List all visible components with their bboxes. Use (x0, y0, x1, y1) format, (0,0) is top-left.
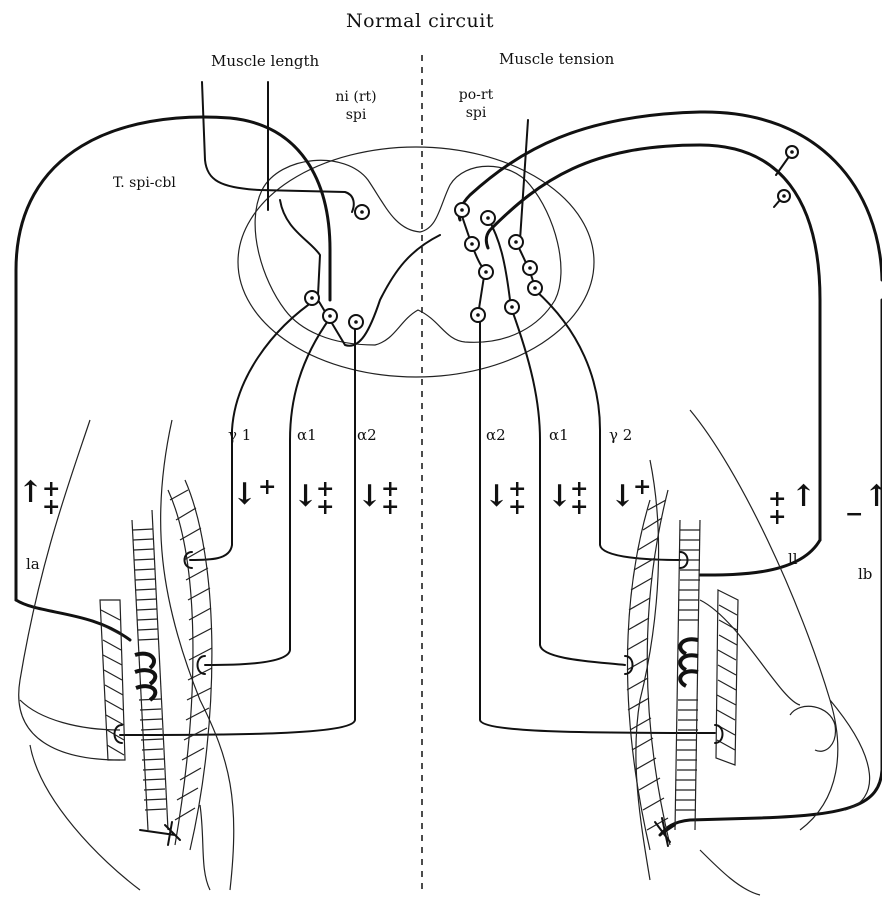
ll-signs: + + (768, 490, 786, 526)
alpha1-left-label: α1 (297, 428, 317, 443)
muscle-length-label: Muscle length (211, 54, 319, 69)
gamma2-efferent (535, 290, 680, 560)
gamma2-signs: + (633, 478, 651, 496)
po-spi-label: spi (451, 106, 501, 120)
alpha1-right-signs: + + (570, 480, 588, 516)
la-up-arrow: ↑ (18, 478, 43, 508)
lb-label: lb (858, 567, 872, 582)
t-spi-cbl-label: T. spi-cbl (113, 176, 176, 190)
lb-up-arrow: ↑ (864, 482, 882, 512)
la-signs: + + (42, 480, 60, 516)
right-limb-outline (636, 410, 870, 895)
lb-signs: − (845, 505, 863, 523)
alpha2-right-down-arrow: ↓ (484, 482, 509, 512)
la-label: la (26, 557, 40, 572)
neurons (305, 203, 542, 329)
gamma1-label: γ 1 (228, 428, 251, 443)
gamma2-down-arrow: ↓ (610, 482, 635, 512)
alpha2-right-signs: + + (508, 480, 526, 516)
ll-label: ll (788, 552, 798, 567)
gamma1-down-arrow: ↓ (232, 480, 257, 510)
spinal-cord-outline (238, 147, 594, 377)
alpha2-left-down-arrow: ↓ (357, 482, 382, 512)
gamma1-signs: + (258, 478, 276, 496)
alpha1-left-signs: + + (316, 480, 334, 516)
ni-rt-label: ni (rt) (331, 90, 381, 104)
po-rt-label: po-rt (451, 88, 501, 102)
alpha2-left-signs: + + (381, 480, 399, 516)
diagram-title: Normal circuit (346, 12, 494, 31)
muscle-tension-label: Muscle tension (499, 52, 614, 67)
alpha2-right-label: α2 (486, 428, 506, 443)
alpha1-right-down-arrow: ↓ (547, 482, 572, 512)
alpha2-left-label: α2 (357, 428, 377, 443)
right-spindle (680, 639, 698, 686)
alpha1-left-down-arrow: ↓ (293, 482, 318, 512)
gamma2-label: γ 2 (609, 428, 632, 443)
alpha1-right-label: α1 (549, 428, 569, 443)
ni-spi-label: spi (331, 108, 381, 122)
left-spindle (135, 654, 155, 700)
ll-up-arrow: ↑ (791, 482, 816, 512)
